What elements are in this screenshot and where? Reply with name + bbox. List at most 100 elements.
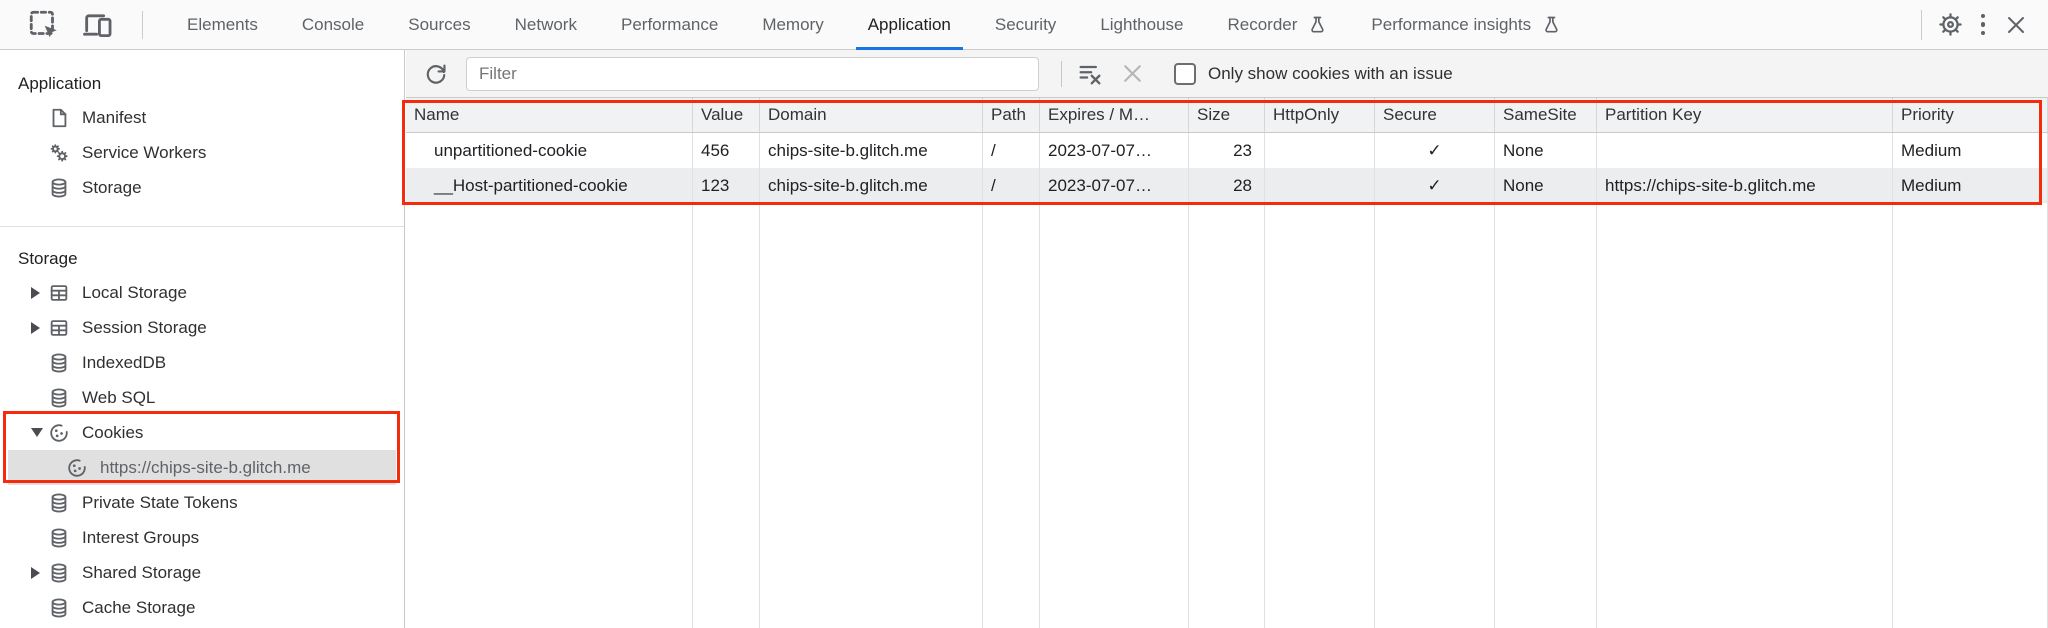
cookie-cell-path[interactable]: / [983,168,1040,203]
section-title-label: Application [18,74,102,93]
cookie-cell-size[interactable]: 28 [1189,168,1265,203]
column-header-httponly[interactable]: HttpOnly [1265,98,1375,133]
tab-elements[interactable]: Elements [187,0,258,50]
tab-label: Memory [762,14,824,34]
sidebar-item-storage[interactable]: Storage [0,170,404,205]
database-icon [51,528,67,547]
tab-memory[interactable]: Memory [762,0,823,50]
toolbar-divider [1061,60,1062,87]
flask-icon [1311,16,1325,32]
section-title-label: Storage [18,249,78,268]
cookie-cell-value[interactable]: 456 [693,133,760,168]
expand-collapsed-icon[interactable] [31,286,40,299]
cookie-cell-expires[interactable]: 2023-07-07… [1040,133,1189,168]
cookie-cell-secure[interactable]: ✓ [1375,168,1495,203]
sidebar-item-shared-storage[interactable]: Shared Storage [0,555,404,590]
sidebar-item-label: Service Workers [82,142,207,162]
sidebar-item-service-workers[interactable]: Service Workers [0,135,404,170]
sidebar-item-cookie-origin[interactable]: https://chips-site-b.glitch.me [8,450,396,485]
cookie-icon [50,423,68,442]
inspect-element-button[interactable] [26,7,62,43]
tab-network[interactable]: Network [515,0,577,50]
settings-gear-icon [1938,13,1962,36]
cookie-cell-expires[interactable]: 2023-07-07… [1040,168,1189,203]
tab-lighthouse[interactable]: Lighthouse [1100,0,1183,50]
cookie-cell-priority[interactable]: Medium [1893,168,2048,203]
sidebar-item-cookies[interactable]: Cookies [0,415,404,450]
clear-cookies-button[interactable] [1116,58,1148,90]
cookie-cell-size[interactable]: 23 [1189,133,1265,168]
issue-filter-checkbox[interactable] [1174,62,1196,85]
sidebar-item-label: Manifest [82,107,147,127]
refresh-button[interactable] [420,58,452,90]
sidebar-item-label: https://chips-site-b.glitch.me [100,457,311,477]
tab-performance[interactable]: Performance [621,0,718,50]
sidebar-item-session-storage[interactable]: Session Storage [0,310,404,345]
column-header-partition-key[interactable]: Partition Key [1597,98,1893,133]
table-icon [50,284,68,301]
tab-application[interactable]: Application [855,0,964,50]
cookie-cell-secure[interactable]: ✓ [1375,133,1495,168]
column-header-value[interactable]: Value [693,98,760,133]
expand-expanded-icon[interactable] [31,428,43,437]
cookie-cell-domain[interactable]: chips-site-b.glitch.me [760,168,983,203]
cookie-cell-domain[interactable]: chips-site-b.glitch.me [760,133,983,168]
service-workers-gears-icon [50,143,68,162]
tab-performance-insights[interactable]: Performance insights [1371,0,1561,50]
cookie-cell-value[interactable]: 123 [693,168,760,203]
table-filler-column [1375,203,1495,628]
cookie-cell-path[interactable]: / [983,133,1040,168]
cookie-cell-partition-key[interactable]: https://chips-site-b.glitch.me [1597,168,1893,203]
column-header-priority[interactable]: Priority [1893,98,2048,133]
settings-button[interactable] [1932,7,1968,43]
table-filler-column [1597,203,1893,628]
sidebar-item-interest-groups[interactable]: Interest Groups [0,520,404,555]
tab-sources[interactable]: Sources [408,0,470,50]
sidebar-item-label: IndexedDB [82,352,167,372]
sidebar-section-application[interactable]: Application [0,50,404,100]
cookie-cell-httponly[interactable] [1265,168,1375,203]
tab-label: Security [994,14,1057,34]
column-header-secure[interactable]: Secure [1375,98,1495,133]
table-icon [50,319,68,336]
cookie-cell-priority[interactable]: Medium [1893,133,2048,168]
close-devtools-button[interactable] [1998,7,2034,43]
cookie-cell-name[interactable]: __Host-partitioned-cookie [406,168,693,203]
cookie-cell-name[interactable]: unpartitioned-cookie [406,133,693,168]
tab-security[interactable]: Security [995,0,1056,50]
sidebar-section-storage[interactable]: Storage [0,227,404,275]
cookie-cell-partition-key[interactable] [1597,133,1893,168]
table-filler-column [406,203,693,628]
refresh-icon [426,63,446,84]
filter-input[interactable] [466,56,1039,91]
clear-x-icon [1123,65,1141,82]
column-header-expires[interactable]: Expires / M… [1040,98,1189,133]
cookie-cell-httponly[interactable] [1265,133,1375,168]
tab-recorder[interactable]: Recorder [1228,0,1328,50]
sidebar-item-local-storage[interactable]: Local Storage [0,275,404,310]
inspect-icon [29,10,57,37]
clear-filter-button[interactable] [1074,58,1106,90]
toggle-device-toolbar-button[interactable] [80,7,116,43]
expand-collapsed-icon[interactable] [31,321,40,334]
sidebar-item-cache-storage[interactable]: Cache Storage [0,590,404,625]
column-header-domain[interactable]: Domain [760,98,983,133]
expand-collapsed-icon[interactable] [31,566,40,579]
sidebar-item-label: Storage [82,177,142,197]
sidebar-item-web-sql[interactable]: Web SQL [0,380,404,415]
column-header-path[interactable]: Path [983,98,1040,133]
column-header-name[interactable]: Name [406,98,693,133]
sidebar-item-label: Web SQL [82,387,156,407]
sidebar-item-manifest[interactable]: Manifest [0,100,404,135]
cookie-cell-samesite[interactable]: None [1495,133,1597,168]
cookie-cell-samesite[interactable]: None [1495,168,1597,203]
database-icon [51,388,67,407]
column-header-size[interactable]: Size [1189,98,1265,133]
sidebar-item-indexeddb[interactable]: IndexedDB [0,345,404,380]
tab-console[interactable]: Console [302,0,364,50]
table-filler-column [693,203,760,628]
sidebar-item-private-state-tokens[interactable]: Private State Tokens [0,485,404,520]
column-header-samesite[interactable]: SameSite [1495,98,1597,133]
database-icon [51,563,67,582]
more-options-button[interactable] [1968,7,1998,43]
